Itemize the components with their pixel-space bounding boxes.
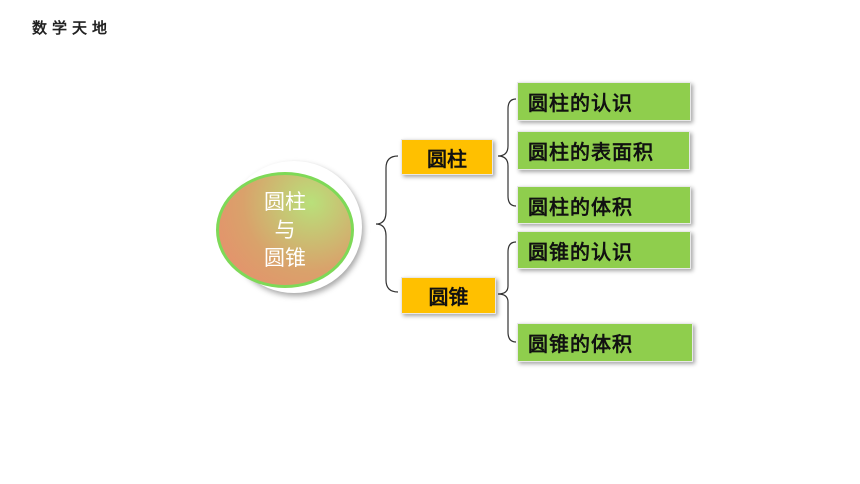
center-line-3: 圆锥 — [264, 246, 306, 270]
center-line-2: 与 — [274, 218, 296, 242]
leaf-cylinder-surface-area: 圆柱的表面积 — [517, 131, 690, 170]
cylinder-brace — [497, 98, 517, 207]
leaf-cylinder-volume: 圆柱的体积 — [517, 186, 691, 224]
leaf-cone-recognition: 圆锥的认识 — [517, 231, 691, 269]
center-line-1: 圆柱 — [264, 190, 306, 214]
leaf-cylinder-recognition: 圆柱的认识 — [517, 82, 691, 121]
cone-brace — [497, 241, 517, 343]
leaf-cone-volume: 圆锥的体积 — [517, 323, 693, 362]
center-node: 圆柱 与 圆锥 — [216, 172, 354, 288]
page-header-title: 数学天地 — [32, 19, 113, 37]
branch-cone: 圆锥 — [401, 277, 496, 314]
main-brace — [375, 155, 399, 293]
branch-cylinder: 圆柱 — [401, 139, 493, 175]
